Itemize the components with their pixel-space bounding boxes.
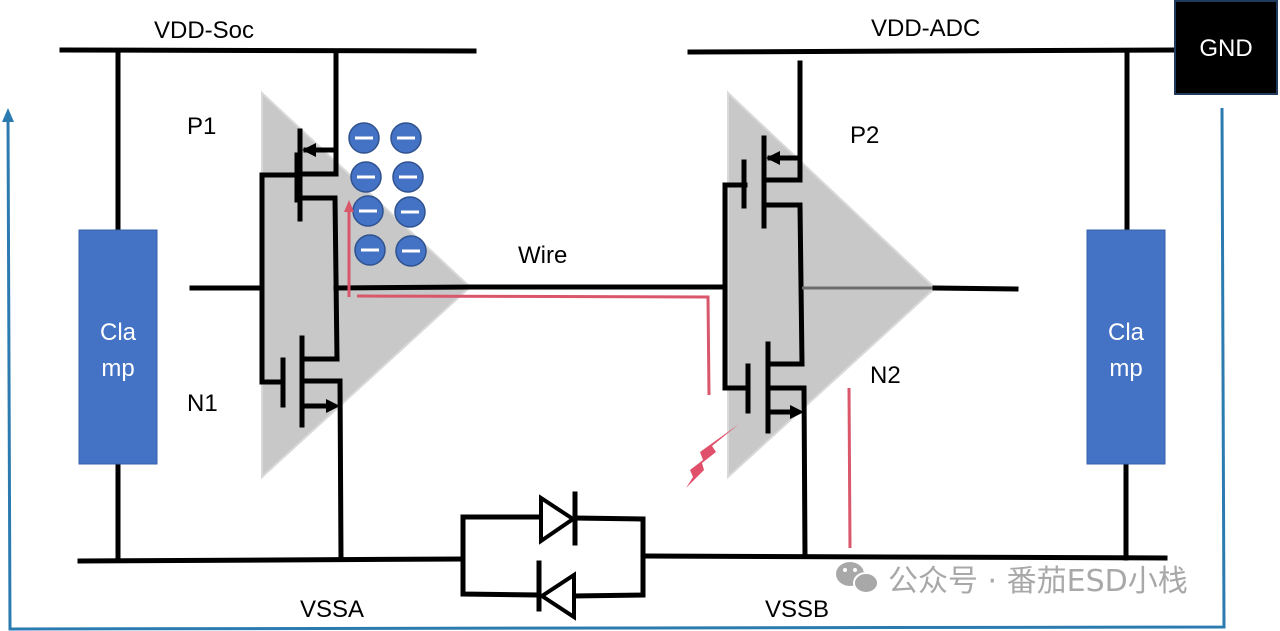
clamp-right-label-1: Cla	[1108, 319, 1145, 346]
clamp-left-label-1: Cla	[100, 319, 137, 346]
p2-arrow-icon	[766, 151, 780, 165]
p1-drain-to-n1	[297, 195, 340, 362]
clamp-left: Cla mp	[78, 229, 158, 465]
negative-charges	[348, 122, 427, 267]
clamp-left-label-2: mp	[101, 355, 134, 382]
vssb-rail	[642, 553, 1168, 561]
diode-forward-icon	[539, 494, 577, 545]
watermark-text: 公众号 · 番茄ESD小栈	[888, 564, 1188, 599]
n2-arrow-icon	[790, 405, 804, 419]
current-vssb-line	[847, 387, 852, 549]
n1-arrow-icon	[326, 399, 340, 413]
esd-current-path	[344, 200, 852, 549]
charge-icon	[354, 234, 386, 266]
current-arrow-icon	[344, 200, 354, 212]
vssb-label: VSSB	[765, 596, 829, 623]
vdd-adc-rail	[687, 47, 1178, 55]
p2-drain-to-n2	[761, 202, 805, 367]
lightning-bolt-icon	[686, 424, 739, 488]
n1-source	[299, 378, 344, 562]
output-right-line	[932, 285, 1019, 292]
charge-icon	[348, 122, 380, 154]
gate-bus-right	[722, 182, 751, 391]
gate-bus-left	[259, 172, 300, 385]
back-to-back-diodes	[460, 491, 646, 621]
charge-icon	[395, 235, 427, 267]
gnd-box: GND	[1174, 0, 1278, 95]
wire-label: Wire	[518, 242, 567, 269]
vdd-soc-label: VDD-Soc	[154, 17, 254, 44]
clamp-right: Cla mp	[1086, 229, 1166, 465]
return-path-arrowhead	[2, 108, 14, 122]
vssa-rail	[77, 556, 466, 564]
p1-arrow-icon	[302, 143, 316, 157]
p2-label: P2	[850, 122, 879, 149]
charge-icon	[352, 195, 384, 227]
diode-right-leads	[572, 515, 646, 599]
charge-icon	[390, 122, 422, 154]
clamp-right-label-2: mp	[1109, 355, 1142, 382]
buffer-right-triangle	[727, 90, 937, 480]
charge-icon	[392, 161, 424, 193]
n1-label: N1	[187, 390, 218, 417]
vdd-adc-label: VDD-ADC	[871, 15, 980, 42]
inverter-right	[722, 60, 1019, 559]
vdd-soc-rail	[59, 47, 477, 54]
diode-reverse-icon	[538, 571, 576, 621]
watermark: 公众号 · 番茄ESD小栈	[836, 562, 1188, 599]
current-wire-path	[356, 294, 711, 396]
vssa-label: VSSA	[300, 596, 364, 623]
p2-source	[761, 60, 803, 183]
inverter-left	[189, 48, 473, 562]
p1-source	[297, 48, 339, 177]
output-left-line	[333, 284, 473, 291]
n2-source	[765, 385, 808, 559]
charge-icon	[350, 161, 382, 193]
wechat-icon	[836, 562, 879, 594]
diode-bottom-left-lead	[460, 556, 540, 598]
gnd-label: GND	[1199, 35, 1252, 62]
charge-icon	[394, 196, 426, 228]
n2-label: N2	[870, 362, 901, 389]
p1-label: P1	[187, 113, 216, 140]
diode-top-left-lead	[460, 514, 540, 562]
return-path-line	[6, 107, 1226, 631]
